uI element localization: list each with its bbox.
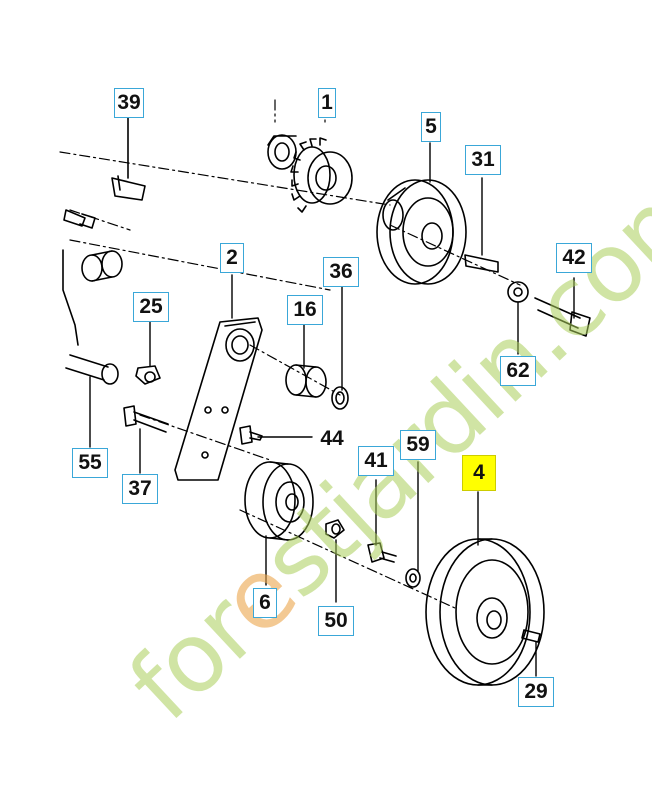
leader-lines (89, 142, 575, 677)
part-29-key (521, 629, 541, 643)
callout-6: 6 (253, 588, 277, 618)
callout-2-label: 2 (226, 246, 238, 269)
callout-44: 44 (314, 424, 350, 454)
callout-55: 55 (72, 448, 108, 478)
callout-50: 50 (318, 606, 354, 636)
part-6-pulley (244, 461, 314, 541)
part-small-bolt (63, 209, 96, 229)
callout-42: 42 (556, 243, 592, 273)
part-sprocket (290, 137, 353, 213)
part-36-washer (331, 386, 349, 410)
callout-29-label: 29 (524, 680, 548, 703)
callout-36: 36 (323, 257, 359, 287)
callout-2: 2 (220, 243, 244, 273)
callout-44-label: 44 (320, 427, 344, 450)
part-37-bolt (123, 405, 169, 433)
part-4-pulley (425, 538, 545, 686)
callout-4-label: 4 (473, 461, 485, 484)
part-39-bolt (111, 114, 146, 201)
callout-55-label: 55 (78, 451, 102, 474)
callout-5-label: 5 (425, 115, 437, 138)
callout-29: 29 (518, 677, 554, 707)
part-1-bearing (267, 134, 297, 170)
part-bushing-left (81, 250, 123, 282)
part-50-nut (325, 519, 345, 539)
part-16-bushing (285, 364, 327, 398)
callout-37-label: 37 (128, 477, 152, 500)
callout-50-label: 50 (324, 609, 348, 632)
callout-4: 4 (462, 455, 496, 491)
part-2-arm (174, 317, 263, 481)
callout-16: 16 (287, 295, 323, 325)
callout-62-label: 62 (506, 359, 530, 382)
callout-31: 31 (465, 145, 501, 175)
callout-41: 41 (358, 446, 394, 476)
callout-16-label: 16 (293, 298, 317, 321)
callout-1: 1 (318, 88, 336, 118)
frame-edge (62, 249, 79, 346)
callout-59-label: 59 (406, 433, 430, 456)
callout-36-label: 36 (329, 260, 353, 283)
callout-62: 62 (500, 356, 536, 386)
callout-5: 5 (421, 112, 441, 142)
callout-31-label: 31 (471, 148, 495, 171)
callout-6-label: 6 (259, 591, 271, 614)
callout-41-label: 41 (364, 449, 388, 472)
part-42-bolt (534, 297, 591, 337)
part-5-pulley (376, 179, 467, 285)
callout-39: 39 (114, 88, 144, 118)
callout-39-label: 39 (117, 91, 141, 114)
part-44-bolt (239, 425, 263, 445)
part-59-washer (405, 568, 421, 588)
callout-42-label: 42 (562, 246, 586, 269)
callout-25-label: 25 (139, 295, 163, 318)
callout-37: 37 (122, 474, 158, 504)
callout-1-label: 1 (321, 91, 333, 114)
callout-25: 25 (133, 292, 169, 322)
part-55-pin (65, 354, 119, 385)
part-25-nut (135, 365, 161, 385)
callout-59: 59 (400, 430, 436, 460)
part-31-key (464, 254, 499, 273)
